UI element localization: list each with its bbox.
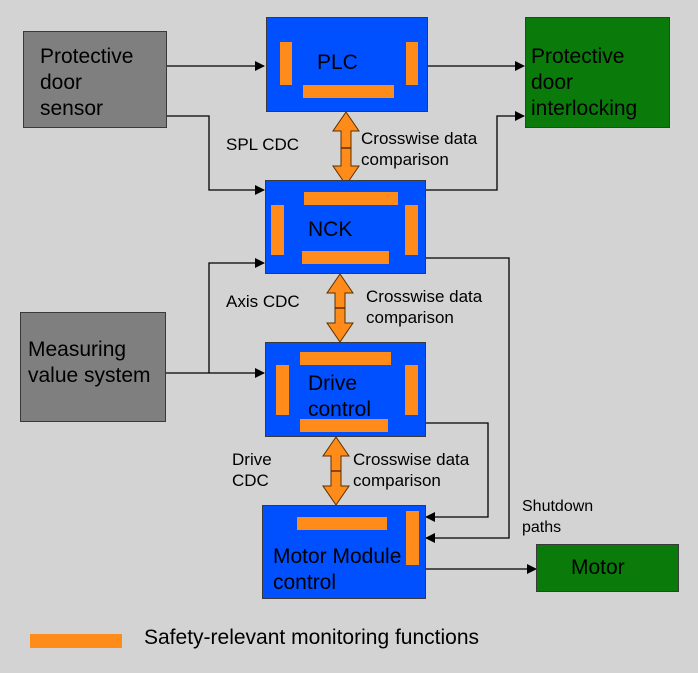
- drive-monitor-bar-right: [405, 365, 418, 415]
- legend-label: Safety-relevant monitoring functions: [144, 626, 480, 649]
- motor-module-monitor-bar-right: [406, 511, 419, 565]
- legend-swatch: [30, 634, 122, 648]
- shutdown-paths-label: Shutdown paths: [522, 498, 594, 536]
- nck-monitor-bar-bottom: [302, 251, 389, 264]
- drive-monitor-bar-top: [300, 352, 391, 365]
- drive-control-label: Drive control: [308, 372, 372, 421]
- drive-monitor-bar-left: [276, 365, 289, 415]
- spl-cdc-label: SPL CDC: [226, 135, 300, 154]
- measuring-value-system-label: Measuring value system: [28, 338, 151, 387]
- motor-box: Motor: [536, 544, 679, 592]
- nck-box: NCK: [265, 180, 426, 274]
- nck-monitor-bar-top: [304, 192, 398, 205]
- protective-door-sensor-label: Protective door sensor: [40, 45, 134, 120]
- plc-label: PLC: [317, 51, 358, 74]
- crosswise-comparison-label-3: Crosswise data comparison: [353, 450, 470, 490]
- motor-label: Motor: [571, 556, 625, 579]
- crosswise-comparison-label-1: Crosswise data comparison: [361, 129, 478, 169]
- arrow-nck-to-interlocking: [426, 111, 525, 191]
- plc-box: PLC: [266, 17, 428, 112]
- plc-monitor-bar-right: [406, 42, 418, 85]
- drive-cdc-label: Drive CDC: [232, 450, 272, 490]
- protective-door-interlocking-label: Protective door interlocking: [531, 45, 638, 120]
- arrow-nck-to-motor-module: [425, 257, 510, 543]
- plc-monitor-bar-bottom: [303, 85, 394, 98]
- drive-control-box: Drive control: [265, 342, 426, 437]
- axis-cdc-label: Axis CDC: [226, 292, 300, 311]
- motor-module-control-label: Motor Module control: [273, 545, 402, 594]
- nck-monitor-bar-right: [405, 205, 418, 255]
- crosswise-comparison-label-2: Crosswise data comparison: [366, 287, 483, 327]
- motor-module-control-box: Motor Module control: [262, 505, 426, 599]
- drive-monitor-bar-bottom: [300, 419, 388, 432]
- measuring-value-system-box: Measuring value system: [20, 312, 166, 422]
- nck-label: NCK: [308, 218, 353, 241]
- arrow-drive-to-motor-module: [425, 422, 489, 522]
- protective-door-sensor-box: Protective door sensor: [23, 31, 167, 128]
- motor-module-monitor-bar-top: [297, 517, 387, 530]
- plc-monitor-bar-left: [280, 42, 292, 85]
- arrow-measuring-to-nck: [208, 258, 265, 373]
- protective-door-interlocking-box: Protective door interlocking: [525, 17, 670, 128]
- nck-monitor-bar-left: [271, 205, 284, 255]
- arrow-sensor-to-nck: [167, 115, 265, 195]
